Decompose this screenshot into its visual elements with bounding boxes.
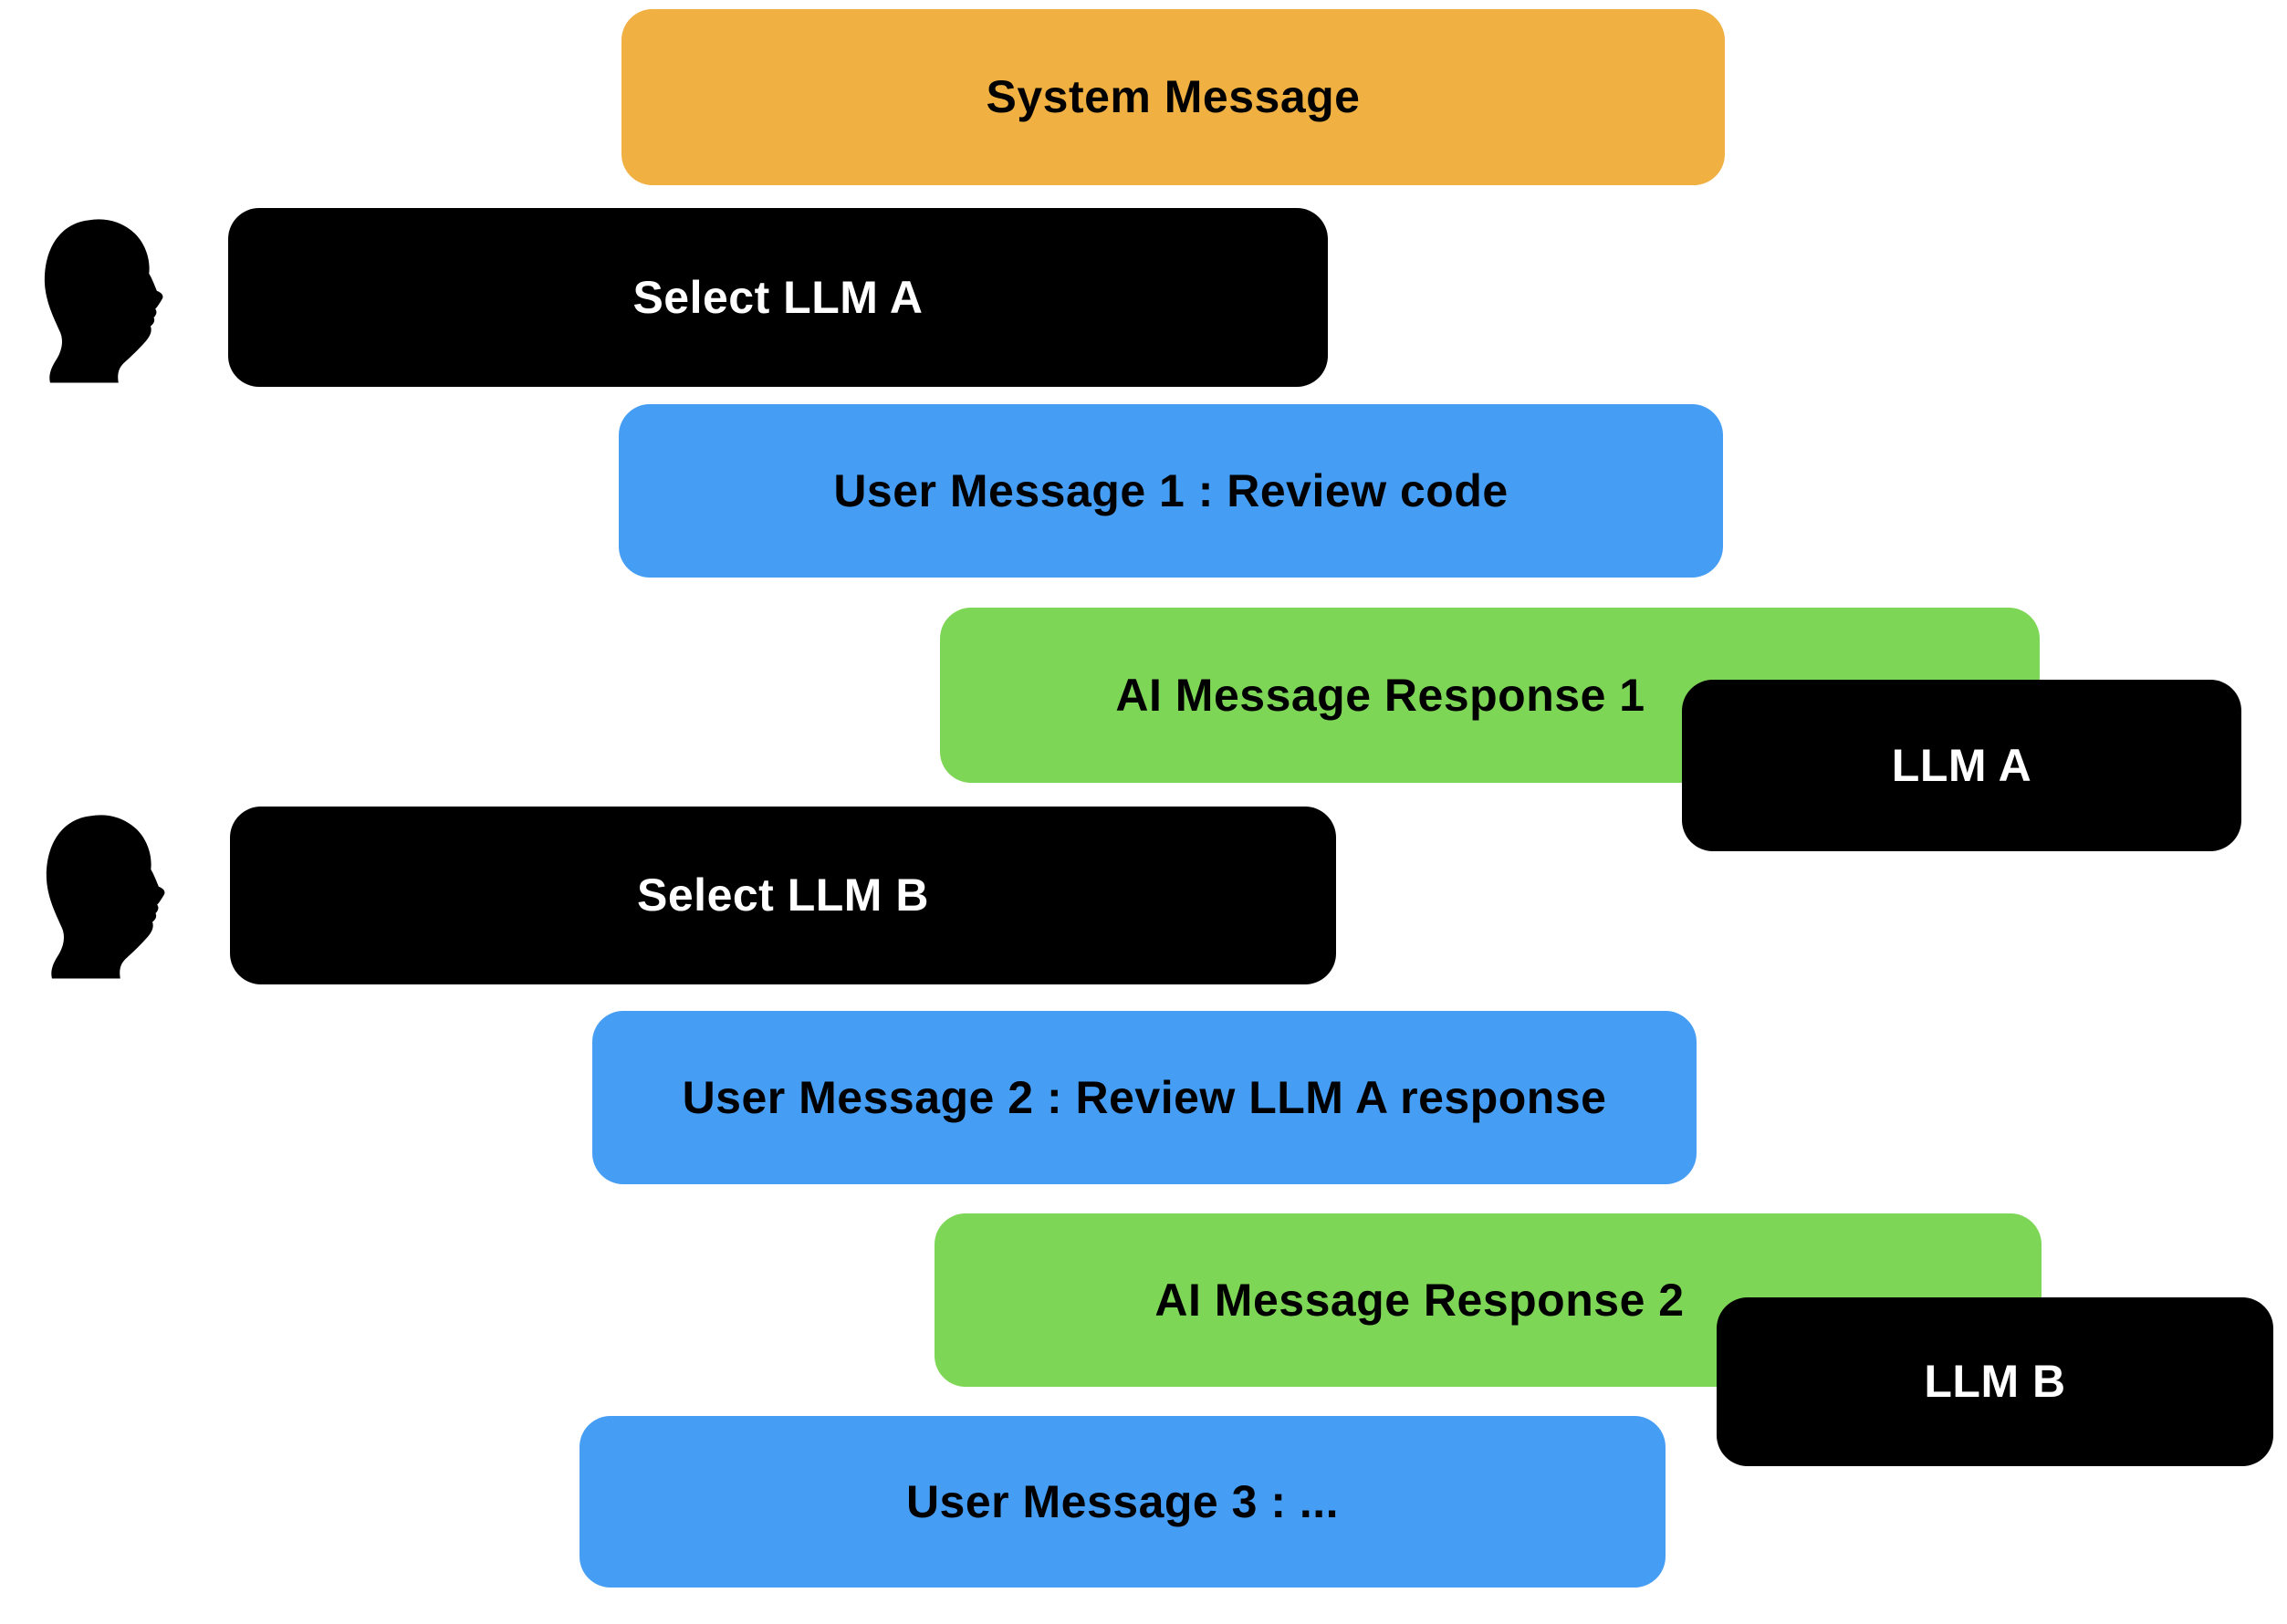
user-message-2-label: User Message 2 : Review LLM A response [682, 1071, 1607, 1123]
select-llm-a-label: Select LLM A [632, 271, 924, 323]
system-message-label: System Message [986, 71, 1361, 122]
human-head-profile-icon [27, 206, 184, 396]
select-llm-b-label: Select LLM B [637, 869, 929, 921]
llm-a-badge-label: LLM A [1891, 739, 2032, 791]
user-message-1-node: User Message 1 : Review code [619, 404, 1723, 578]
select-llm-b-node: Select LLM B [230, 807, 1336, 984]
user-message-3-label: User Message 3 : ... [905, 1475, 1340, 1527]
select-llm-a-node: Select LLM A [228, 208, 1328, 387]
ai-response-2-label: AI Message Response 2 [1154, 1274, 1685, 1326]
system-message-node: System Message [621, 9, 1725, 185]
llm-b-badge: LLM B [1717, 1297, 2273, 1466]
llm-b-badge-label: LLM B [1924, 1356, 2066, 1407]
user-message-3-node: User Message 3 : ... [580, 1416, 1666, 1588]
llm-a-badge: LLM A [1682, 680, 2241, 851]
ai-response-1-label: AI Message Response 1 [1115, 669, 1645, 721]
human-head-profile-icon [29, 805, 186, 989]
user-message-1-label: User Message 1 : Review code [833, 464, 1509, 516]
user-message-2-node: User Message 2 : Review LLM A response [592, 1011, 1697, 1184]
